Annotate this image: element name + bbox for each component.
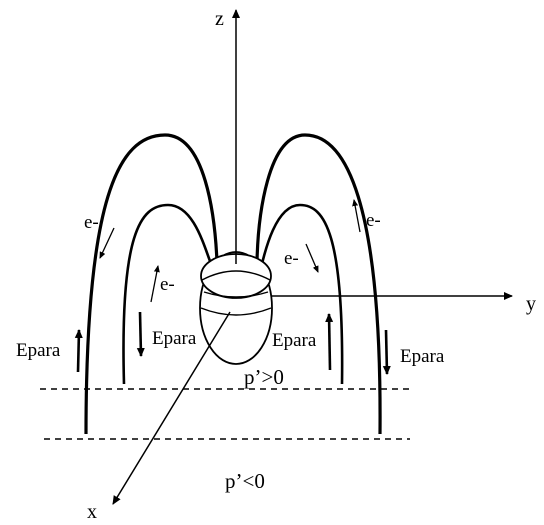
field-line-left-inner <box>122 203 216 385</box>
region-label-upper: p’>0 <box>244 365 284 389</box>
electron-arrow-right-outer <box>352 199 361 233</box>
electron-label-left-inner: e- <box>160 274 175 295</box>
epara-arrow-4 <box>382 329 391 375</box>
epara-label-4: Epara <box>400 346 445 367</box>
electron-label-right-inner: e- <box>284 248 299 269</box>
x-axis <box>112 311 231 505</box>
electron-arrow-left-outer <box>99 227 115 259</box>
electron-arrow-right-inner <box>305 243 319 273</box>
electron-label-right-outer: e- <box>366 210 381 231</box>
planet-sphere <box>199 251 273 365</box>
electron-arrow-left-inner <box>150 265 160 303</box>
epara-arrow-1 <box>74 329 83 373</box>
region-label-lower: p’<0 <box>225 469 265 493</box>
field-line-left-outer <box>84 133 219 435</box>
epara-label-3: Epara <box>272 330 317 351</box>
x-axis-label: x <box>87 501 97 520</box>
epara-arrow-3 <box>325 313 334 371</box>
epara-arrow-2 <box>136 311 145 357</box>
epara-label-2: Epara <box>152 328 197 349</box>
field-line-right-inner <box>258 203 344 385</box>
epara-label-1: Epara <box>16 340 61 361</box>
z-axis-label: z <box>215 8 224 30</box>
electron-label-left-outer: e- <box>84 212 99 233</box>
field-line-right-outer <box>255 133 382 435</box>
y-axis-label: y <box>526 293 536 315</box>
